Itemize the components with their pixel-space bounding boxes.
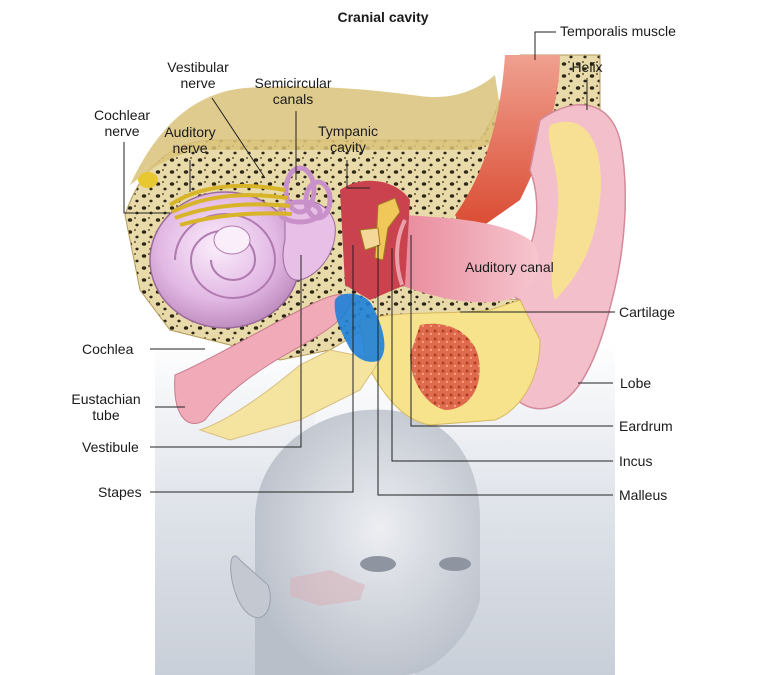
label-auditory-canal: Auditory canal bbox=[465, 259, 554, 275]
nerve-end bbox=[138, 172, 158, 188]
eye-right bbox=[439, 557, 471, 571]
mini-ear-structure bbox=[290, 570, 365, 606]
label-cartilage: Cartilage bbox=[619, 304, 675, 320]
lower-tissue bbox=[198, 349, 381, 441]
leader-lines bbox=[123, 31, 615, 496]
label-lobe: Lobe bbox=[620, 375, 651, 391]
label-cochlea: Cochlea bbox=[82, 341, 134, 357]
parotid-tissue bbox=[410, 323, 480, 410]
label-eardrum: Eardrum bbox=[619, 418, 673, 434]
ear-cartilage-fat bbox=[548, 121, 601, 300]
cochlea-shape bbox=[149, 191, 301, 329]
oval-window-blue bbox=[334, 293, 385, 362]
cranial-band bbox=[130, 75, 505, 185]
head-silhouette bbox=[255, 409, 480, 675]
temporalis-muscle-shape bbox=[455, 55, 560, 235]
label-semicircular-canals-1: Semicircular bbox=[254, 75, 331, 91]
label-malleus: Malleus bbox=[619, 487, 667, 503]
auditory-canal-shape bbox=[400, 215, 539, 303]
label-temporalis-muscle: Temporalis muscle bbox=[560, 23, 676, 39]
label-cochlear-nerve-1: Cochlear bbox=[94, 107, 150, 123]
eye-left bbox=[360, 556, 396, 572]
labels: Cranial cavity Temporalis muscle Helix V… bbox=[71, 9, 676, 503]
label-cochlear-nerve-2: nerve bbox=[104, 123, 139, 139]
label-eustachian-tube-2: tube bbox=[92, 407, 119, 423]
ear-cross-section bbox=[124, 54, 627, 441]
eustachian-tube-shape bbox=[174, 294, 353, 424]
label-eustachian-tube-1: Eustachian bbox=[71, 391, 140, 407]
auditory-nerve-shape bbox=[168, 183, 293, 227]
label-vestibular-nerve-1: Vestibular bbox=[167, 59, 229, 75]
stapes-shape bbox=[359, 227, 381, 251]
small-ear bbox=[230, 555, 271, 618]
label-auditory-nerve-1: Auditory bbox=[164, 124, 215, 140]
label-semicircular-canals-2: canals bbox=[273, 91, 313, 107]
label-auditory-nerve-2: nerve bbox=[172, 140, 207, 156]
label-stapes: Stapes bbox=[98, 484, 142, 500]
label-helix: Helix bbox=[571, 59, 602, 75]
label-tympanic-cavity-1: Tympanic bbox=[318, 123, 378, 139]
label-incus: Incus bbox=[619, 453, 652, 469]
label-tympanic-cavity-2: cavity bbox=[330, 139, 366, 155]
label-vestibular-nerve-2: nerve bbox=[180, 75, 215, 91]
title-label: Cranial cavity bbox=[337, 9, 428, 25]
eardrum-shape bbox=[395, 219, 407, 286]
label-vestibule: Vestibule bbox=[82, 439, 139, 455]
